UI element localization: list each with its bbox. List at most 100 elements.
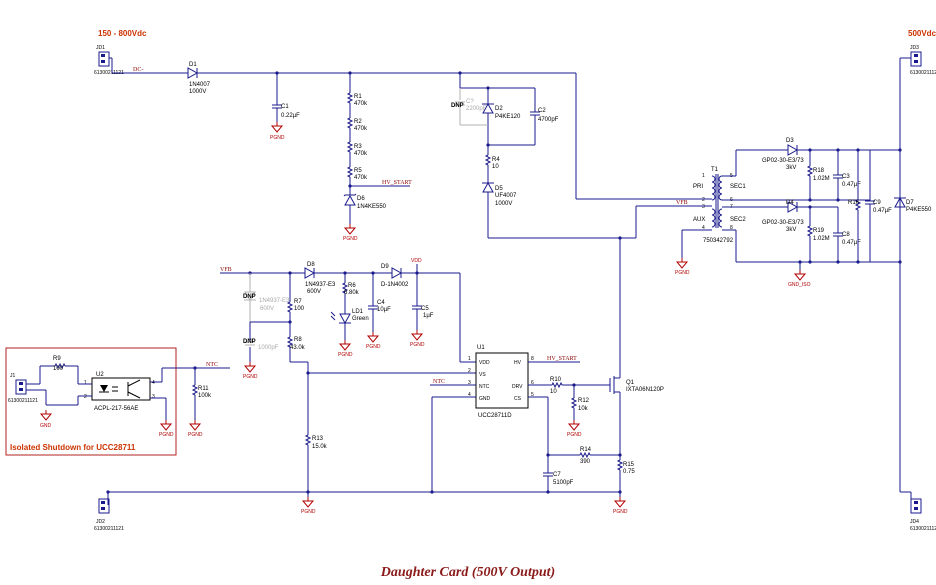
svg-text:8: 8 [531, 356, 534, 362]
jd3-part: 61300211121 [910, 70, 936, 76]
net-dc-minus: DC- [133, 67, 143, 73]
pgnd-r13: PGND [301, 509, 316, 515]
r13-ref: R13 [312, 436, 324, 442]
connector-jd2: JD2 61300211121 [94, 498, 124, 532]
svg-text:5: 5 [531, 392, 534, 398]
r18-value: 1.02M [813, 176, 830, 182]
svg-text:2200pF: 2200pF [466, 106, 487, 112]
r2-ref: R2 [354, 119, 362, 125]
t1-part: 750342792 [703, 238, 734, 244]
net-ntc-left: NTC [206, 362, 218, 368]
r12-value: 10k [578, 406, 589, 412]
d5-rating: 1000V [495, 201, 512, 207]
r13-value: 15.0k [312, 444, 328, 450]
d3-part: GP02-30-E3/73 [762, 158, 804, 164]
d6-ref: D6 [357, 196, 365, 202]
d2-part: P4KE120 [495, 114, 521, 120]
svg-text:4: 4 [702, 225, 705, 231]
d1-ref: D1 [189, 62, 197, 68]
r16-ref: R16 [848, 200, 860, 206]
c5-value: 1µF [423, 313, 434, 319]
mosfet-q1: Q1 IXTA06N120P [609, 376, 664, 394]
ic-u1: U1 UCC28711D VDD VS NTC GND HV DRV CS 1 … [468, 345, 534, 419]
dnp-c-value: 1000pF [258, 345, 279, 351]
r4-value: 10 [492, 164, 499, 170]
u1-gnd: GND [479, 396, 491, 402]
pgnd-r11: PGND [188, 432, 203, 438]
jd2-ref: JD2 [96, 519, 105, 525]
d5-ref: D5 [495, 186, 503, 192]
net-vfb-left: VFB [220, 267, 232, 273]
r18-ref: R18 [813, 168, 825, 174]
svg-text:6: 6 [531, 380, 534, 386]
diode-d5: D5 UF4007 1000V [482, 181, 517, 207]
pgnd-u2: PGND [159, 432, 174, 438]
c4-value: 10µF [377, 307, 391, 313]
connector-jd4: JD4 61300211121 [910, 498, 936, 532]
r5-value: 470k [354, 175, 368, 181]
d7-part: P4KE550 [906, 207, 932, 213]
q1-part: IXTA06N120P [626, 387, 664, 393]
c2-ref: C2 [538, 108, 546, 114]
svg-text:2: 2 [702, 197, 705, 203]
d9-part: D-1N4002 [381, 282, 409, 288]
diagram-caption: Daughter Card (500V Output) [380, 565, 555, 580]
c1-value: 0.22µF [281, 113, 300, 119]
net-vfb-transformer: VFB [676, 200, 688, 206]
c5-ref: C5 [421, 306, 429, 312]
d8-ref: D8 [307, 262, 315, 268]
jd3-ref: JD3 [910, 45, 919, 51]
pgnd-r15: PGND [613, 509, 628, 515]
r1-value: 470k [354, 101, 368, 107]
svg-text:4: 4 [152, 380, 155, 386]
dnp-d-value: 1N4937-E3 [259, 298, 290, 304]
c8-value: 0.47µF [842, 240, 861, 246]
input-voltage-label: 150 - 800Vdc [98, 29, 147, 38]
diode-d9: D9 D-1N4002 [381, 264, 409, 288]
d4-ref: D4 [786, 200, 794, 206]
svg-text:1: 1 [84, 380, 87, 386]
r9-value: 100 [53, 366, 64, 372]
dnp-d-rating: 600V [260, 306, 274, 312]
pgnd-c5: PGND [410, 342, 425, 348]
svg-text:C?: C? [466, 99, 474, 105]
c9-value: 0.47µF [873, 208, 892, 214]
u1-vdd: VDD [479, 360, 490, 366]
pgnd-c1: PGND [270, 135, 285, 141]
led-ld1: LD1 Green [330, 309, 369, 325]
r15-ref: R15 [623, 462, 635, 468]
d3-rating: 3kV [786, 165, 796, 171]
t1-aux: AUX [693, 217, 705, 223]
r3-value: 470k [354, 151, 368, 157]
svg-text:2: 2 [468, 368, 471, 374]
d6-part: 1N4KE550 [357, 204, 387, 210]
r14-ref: R14 [580, 447, 592, 453]
svg-text:8: 8 [730, 225, 733, 231]
c7-value: 5100pF [553, 480, 574, 486]
r6-value: 6.80k [344, 290, 360, 296]
connector-j1: J1 61300211121 [8, 373, 38, 404]
svg-text:4: 4 [468, 392, 471, 398]
j1-part: 61300211121 [8, 398, 38, 404]
gnd-j1: GND [40, 423, 52, 429]
r1-ref: R1 [354, 94, 362, 100]
r15-value: 0.75 [623, 469, 635, 475]
c8-ref: C8 [842, 232, 850, 238]
t1-pri: PRI [693, 184, 703, 190]
c3-value: 0.47µF [842, 182, 861, 188]
r7-value: 100 [294, 306, 305, 312]
output-voltage-label: 500Vdc [908, 29, 936, 38]
r7-ref: R7 [294, 299, 302, 305]
d8-part: 1N4937-E3 [305, 282, 336, 288]
r10-value: 10 [550, 389, 557, 395]
r11-value: 100k [198, 393, 212, 399]
t1-sec2: SEC2 [730, 217, 746, 223]
net-vdd: VDD [411, 258, 422, 264]
r19-ref: R19 [813, 228, 825, 234]
r4-ref: R4 [492, 157, 500, 163]
d1-part: 1N4007 [189, 82, 211, 88]
optocoupler-u2: U2 ACPL-217-56AE 1 2 4 3 [84, 372, 155, 412]
r12-ref: R12 [578, 398, 590, 404]
u2-ref: U2 [96, 372, 104, 378]
gnd-iso-label: GND_ISO [788, 282, 811, 288]
